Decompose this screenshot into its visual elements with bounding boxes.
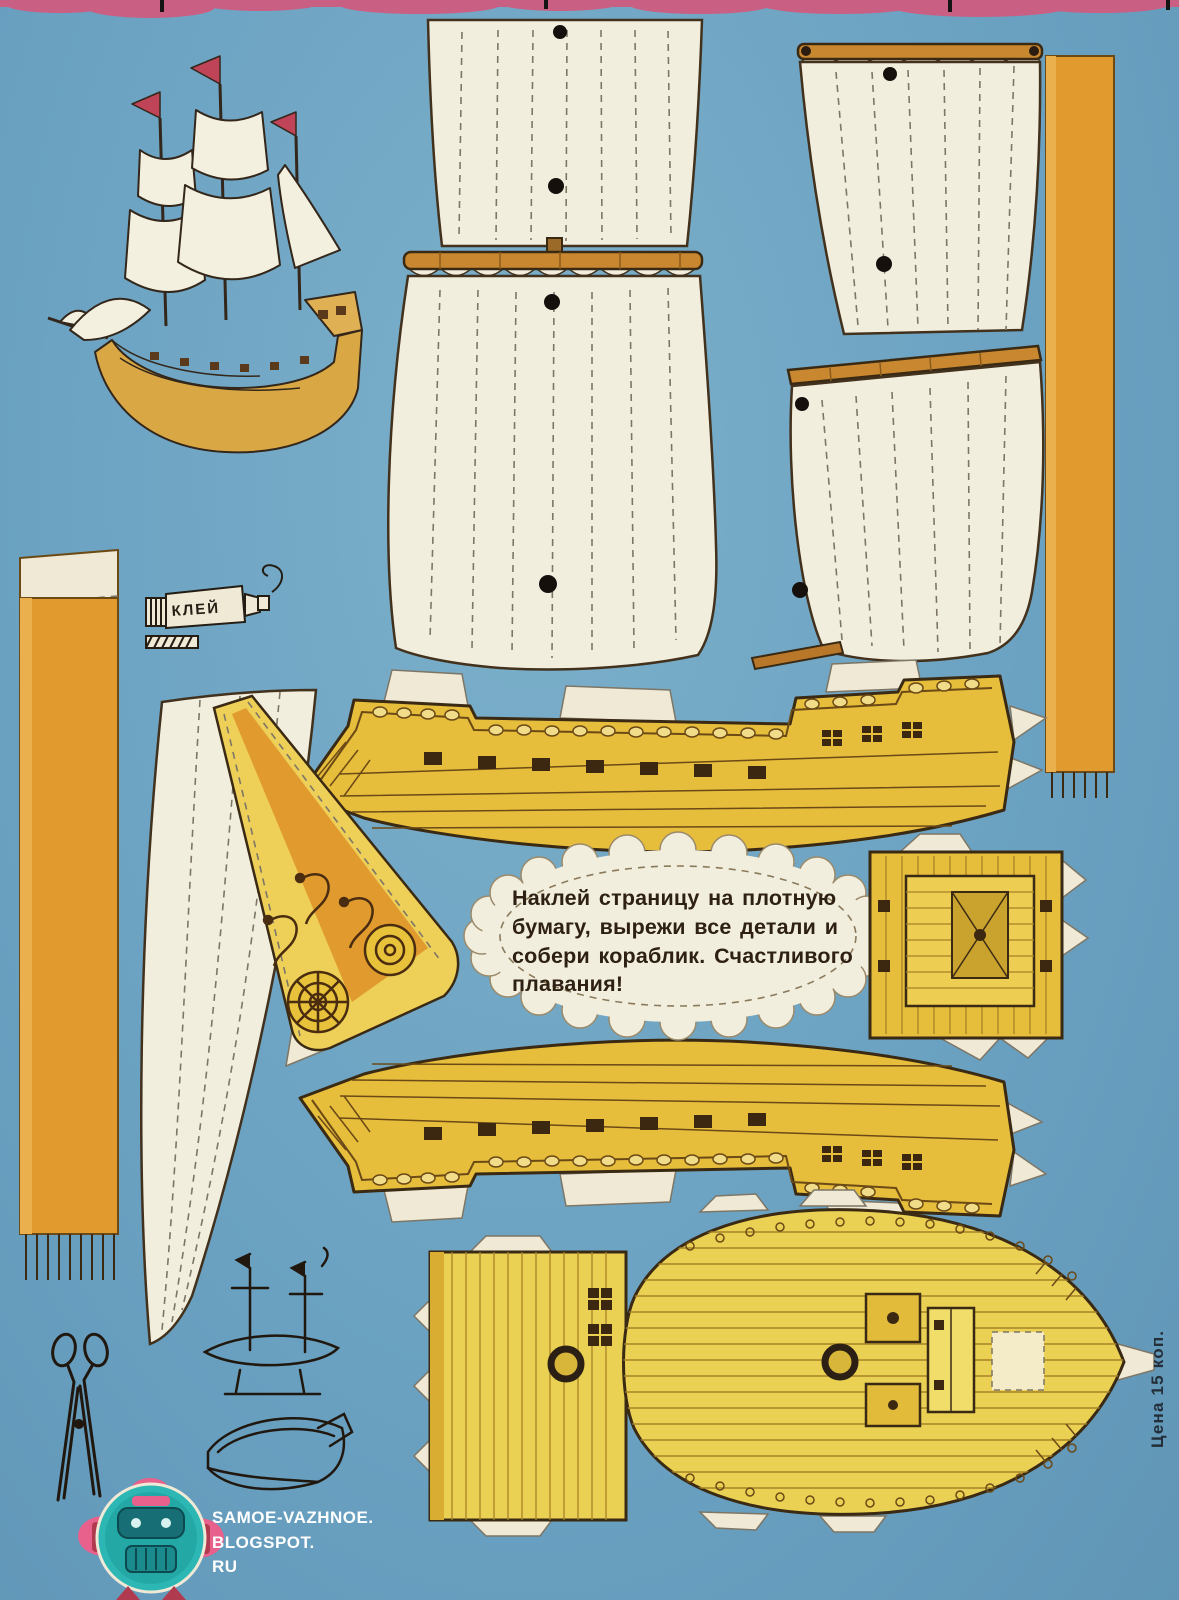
mast-hole: [547, 1345, 585, 1383]
hull-side-piece-bottom: [298, 1038, 1048, 1234]
bowsprit-ornament-cutout: [212, 694, 460, 1068]
instruction-line: собери кораблик. Счастливого: [512, 943, 853, 968]
watermark-text: SAMOE-VAZHNOE. BLOGSPOT. RU: [212, 1506, 374, 1580]
watermark-line: RU: [212, 1557, 238, 1577]
stern-transom-cutout: [868, 833, 1090, 1061]
mast-hole: [821, 1343, 859, 1381]
assembly-diagram-hull: [206, 1412, 354, 1491]
instruction-note: Наклей страницу на плотную бумагу, выреж…: [512, 884, 857, 999]
mast-strip-right: [1045, 55, 1115, 798]
instruction-line: Наклей страницу на плотную: [512, 886, 837, 910]
price-label: Цена 15 коп.: [1148, 1329, 1167, 1448]
watermark-line: BLOGSPOT.: [212, 1532, 315, 1552]
deck-rect-piece: [412, 1235, 628, 1537]
lower-topsail-right-cutout: [750, 360, 1045, 671]
glue-tube-illustration: КЛЕЙ: [145, 564, 283, 649]
assembly-diagram-masts: [202, 1246, 341, 1396]
glue-squiggle: [261, 564, 283, 593]
page-edge-strip: [0, 0, 1179, 18]
blog-logo: [78, 1478, 224, 1600]
registration-marks: [160, 0, 1170, 12]
railing-balusters: [685, 1216, 1077, 1508]
scissors-illustration: [51, 1332, 109, 1502]
main-deck-cutout: [622, 1189, 1155, 1533]
seahorse-ornament: [262, 872, 417, 1034]
upper-topsail-right-cutout: [798, 60, 1042, 336]
instruction-line: плавания!: [512, 972, 624, 997]
instruction-blob: [463, 831, 893, 1041]
robot-mouth-grill: [125, 1545, 177, 1573]
hull-side-piece-top: [298, 658, 1048, 854]
spar-stick: [750, 640, 845, 671]
mast-strip-left: [19, 548, 119, 1280]
upper-mainsail-cutout: [426, 18, 704, 248]
lower-mainsail-cutout: [387, 274, 718, 671]
watermark-line: SAMOE-VAZHNOE.: [212, 1508, 374, 1527]
robot-visor: [117, 1507, 185, 1539]
instruction-line: бумагу, вырежи все детали и: [512, 914, 839, 939]
assembled-ship-illustration: [47, 55, 363, 454]
pennant-flags: [131, 55, 297, 137]
lower-yard-right: [786, 344, 1043, 386]
glue-label: КЛЕЙ: [171, 599, 221, 620]
